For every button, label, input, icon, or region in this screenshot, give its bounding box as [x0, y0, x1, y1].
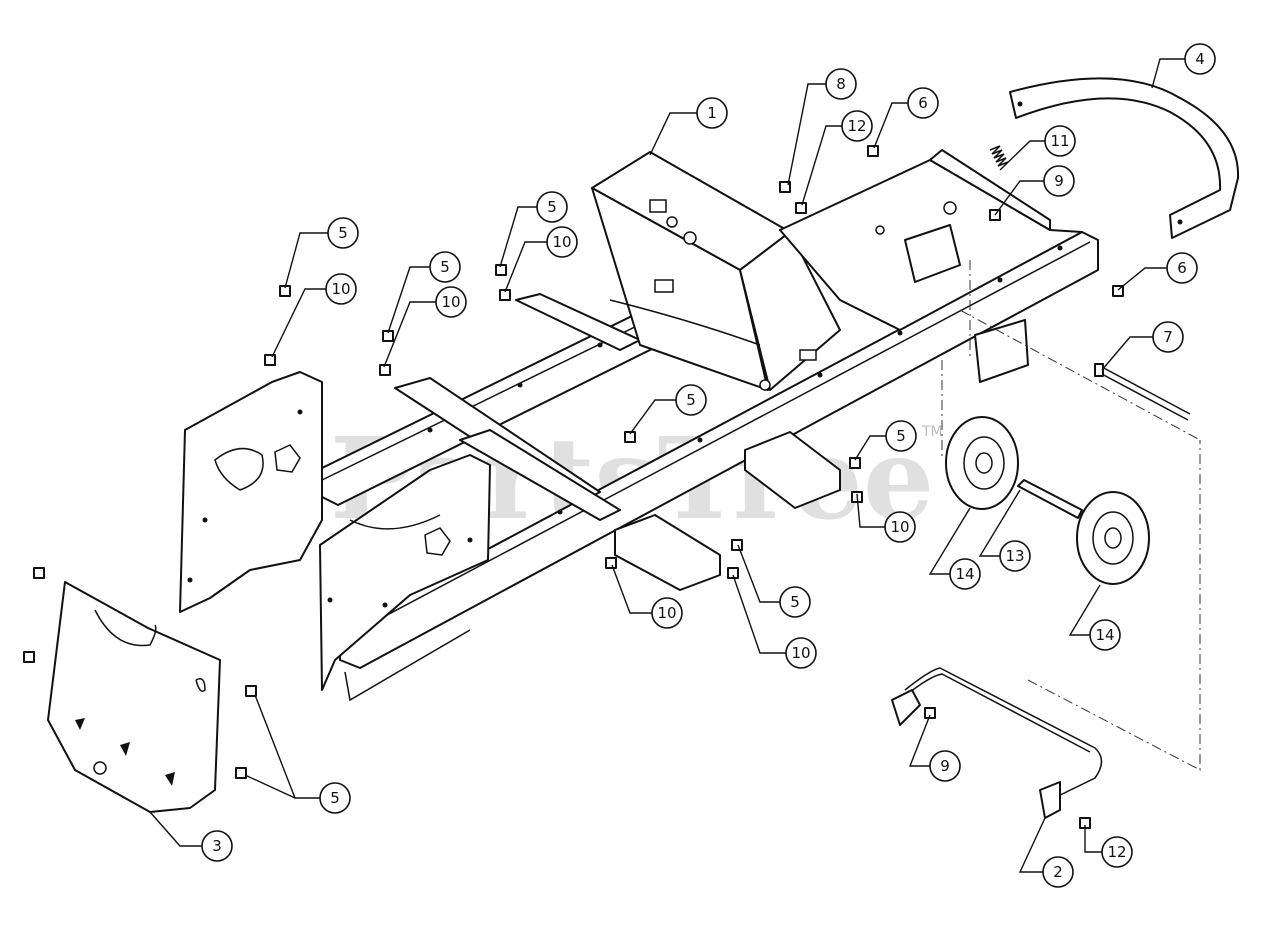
svg-text:12: 12	[1107, 843, 1126, 861]
svg-text:10: 10	[890, 518, 909, 536]
callout-7: 7	[1152, 321, 1184, 353]
callout-2: 2	[1042, 856, 1074, 888]
callout-5: 5	[327, 217, 359, 249]
callout-5: 5	[675, 384, 707, 416]
front-shield	[47, 581, 221, 813]
callout-10: 10	[651, 597, 683, 629]
svg-text:9: 9	[1054, 172, 1064, 190]
svg-text:13: 13	[1005, 547, 1024, 565]
bracket-center	[614, 514, 721, 591]
mounting-brackets	[614, 431, 841, 591]
nut-icon	[779, 181, 791, 193]
svg-text:12: 12	[847, 117, 866, 135]
svg-text:5: 5	[790, 593, 800, 611]
svg-text:10: 10	[441, 293, 460, 311]
callout-5: 5	[429, 251, 461, 283]
svg-text:8: 8	[836, 75, 846, 93]
callout-9: 9	[929, 750, 961, 782]
callout-13: 13	[999, 540, 1031, 572]
bolt-icon	[495, 264, 507, 276]
pulley-assembly	[945, 416, 1150, 585]
svg-text:10: 10	[657, 604, 676, 622]
callout-5: 5	[319, 782, 351, 814]
svg-text:10: 10	[791, 644, 810, 662]
watermark-trademark: TM	[921, 424, 943, 440]
callout-5: 5	[779, 586, 811, 618]
bolt-icon	[245, 685, 257, 697]
bolt-icon	[33, 567, 45, 579]
callout-5: 5	[885, 420, 917, 452]
callout-12: 12	[1101, 836, 1133, 868]
callout-1: 1	[696, 97, 728, 129]
bolt-icon	[1112, 285, 1124, 297]
svg-text:6: 6	[918, 94, 928, 112]
callout-11: 11	[1044, 125, 1076, 157]
svg-text:5: 5	[896, 427, 906, 445]
callout-14: 14	[949, 558, 981, 590]
leader-lines	[149, 58, 1185, 873]
nut-icon	[499, 289, 511, 301]
svg-text:9: 9	[940, 757, 950, 775]
svg-text:5: 5	[440, 258, 450, 276]
bolt-icon	[23, 651, 35, 663]
svg-text:6: 6	[1177, 259, 1187, 277]
side-panel-left	[179, 371, 323, 613]
rear-bumper	[1009, 77, 1240, 239]
svg-text:3: 3	[212, 837, 222, 855]
callout-14: 14	[1089, 619, 1121, 651]
callout-6: 6	[1166, 252, 1198, 284]
svg-text:14: 14	[955, 565, 974, 583]
svg-text:1: 1	[707, 104, 717, 122]
main-frame	[317, 231, 1099, 702]
alignment-lines	[941, 260, 1201, 771]
pivot-pin	[1094, 363, 1191, 421]
svg-text:11: 11	[1050, 132, 1069, 150]
dash-housing	[591, 151, 841, 391]
svg-text:7: 7	[1163, 328, 1173, 346]
side-panel-right	[319, 454, 491, 691]
bolt-icon	[867, 145, 879, 157]
bolt-icon	[624, 431, 636, 443]
callout-10: 10	[785, 637, 817, 669]
callout-4: 4	[1184, 43, 1216, 75]
callout-10: 10	[546, 226, 578, 258]
callout-10: 10	[435, 286, 467, 318]
bolt-icon	[731, 539, 743, 551]
svg-text:10: 10	[552, 233, 571, 251]
callouts: 1 8 6 4 11 12 9 5 10 5 10 5 10 6 7 5 5 1…	[201, 43, 1216, 888]
nut-icon	[727, 567, 739, 579]
cross-member-mid	[459, 429, 621, 521]
svg-text:4: 4	[1195, 50, 1205, 68]
bolt-icon	[235, 767, 247, 779]
svg-text:14: 14	[1095, 626, 1114, 644]
callout-8: 8	[825, 68, 857, 100]
callout-3: 3	[201, 830, 233, 862]
bolt-icon	[795, 202, 807, 214]
bolt-icon	[849, 457, 861, 469]
callout-5: 5	[536, 191, 568, 223]
nut-icon	[264, 354, 276, 366]
pulley-shaft	[1017, 479, 1083, 519]
callout-10: 10	[884, 511, 916, 543]
svg-text:2: 2	[1053, 863, 1063, 881]
nut-icon	[379, 364, 391, 376]
bracket-right	[744, 431, 841, 509]
spring	[989, 145, 1009, 167]
callout-12: 12	[841, 110, 873, 142]
svg-text:5: 5	[547, 198, 557, 216]
svg-text:5: 5	[338, 224, 348, 242]
svg-text:10: 10	[331, 280, 350, 298]
rear-frame-box	[779, 149, 1083, 383]
nut-icon	[924, 707, 936, 719]
nut-icon	[605, 557, 617, 569]
callout-6: 6	[907, 87, 939, 119]
svg-text:5: 5	[686, 391, 696, 409]
callout-9: 9	[1043, 165, 1075, 197]
svg-text:5: 5	[330, 789, 340, 807]
idler-arm	[891, 667, 1103, 819]
callout-10: 10	[325, 273, 357, 305]
